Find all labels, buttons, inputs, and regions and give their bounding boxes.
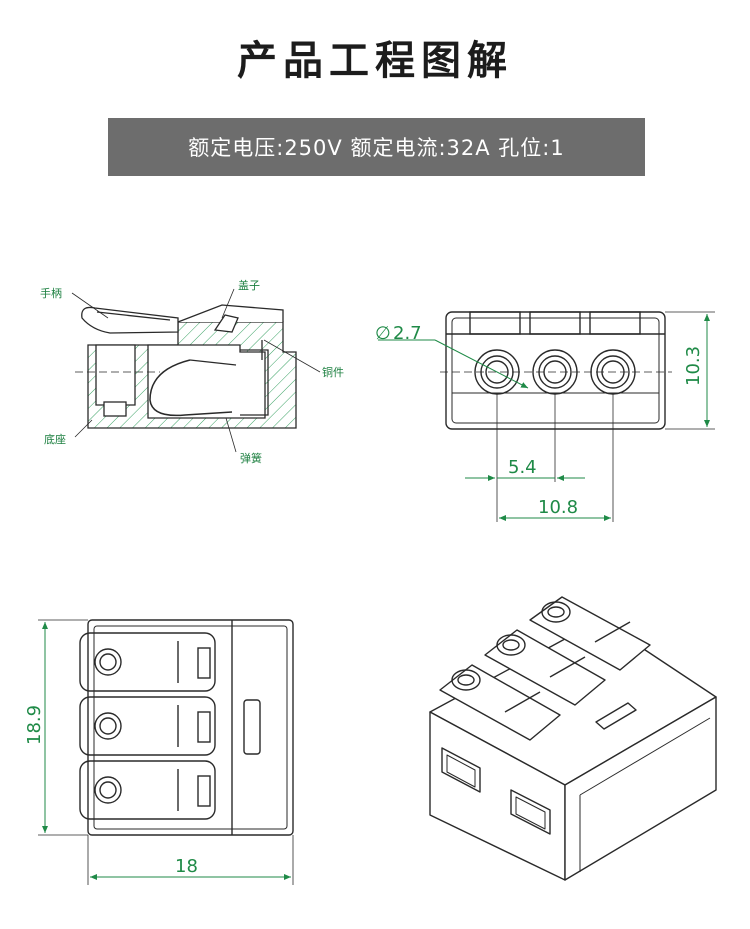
dim-hole-diameter: 2.7 — [393, 323, 422, 344]
front-dimensions — [378, 311, 715, 522]
top-dimensions — [38, 619, 294, 885]
front-view — [440, 311, 672, 430]
dim-height: 10.3 — [683, 346, 704, 386]
label-spring: 弹簧 — [240, 451, 262, 465]
label-base: 底座 — [44, 432, 66, 446]
dim-span: 10.8 — [538, 497, 578, 518]
isometric-view — [429, 596, 717, 881]
dim-length: 18.9 — [24, 705, 45, 745]
label-leaders — [71, 288, 321, 453]
iso-lever-3 — [529, 596, 651, 671]
iso-lever-1 — [439, 664, 561, 741]
lever-3 — [79, 760, 216, 820]
dim-symbol-diameter: ∅ — [375, 323, 391, 344]
page-title: 产品工程图解 — [237, 38, 513, 84]
dim-width: 18 — [175, 856, 198, 877]
lever-2 — [79, 696, 216, 756]
label-copper: 铜件 — [322, 365, 344, 379]
iso-lever-2 — [484, 629, 606, 706]
lever-1 — [79, 632, 216, 692]
label-handle: 手柄 — [40, 286, 62, 300]
dim-pitch: 5.4 — [508, 457, 537, 478]
side-section-view — [75, 304, 297, 429]
spec-banner: 额定电压:250V 额定电流:32A 孔位:1 — [108, 118, 645, 176]
label-cover: 盖子 — [238, 278, 260, 292]
top-view — [79, 619, 294, 836]
